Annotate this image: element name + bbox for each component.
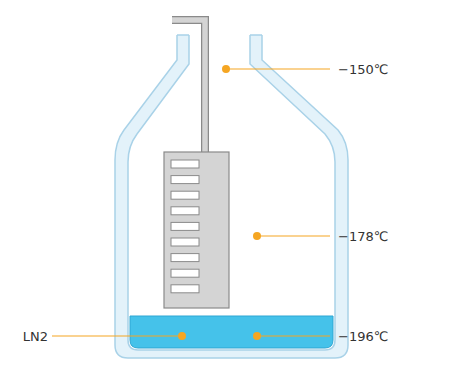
rack-slot	[171, 238, 199, 246]
leader-line	[52, 335, 182, 336]
temperature-label: −178℃	[338, 230, 388, 243]
flask-interior	[128, 35, 335, 350]
rack-slot	[171, 160, 199, 168]
rack-slot	[171, 222, 199, 230]
rack-slot	[171, 269, 199, 277]
liquid-nitrogen	[130, 316, 333, 348]
flask-inner-line	[128, 35, 335, 350]
leader-line	[257, 235, 330, 236]
flask-wall	[115, 35, 348, 358]
flask-rim	[250, 34, 262, 36]
cane-rack	[164, 152, 229, 308]
temperature-label: −150℃	[338, 63, 388, 76]
leader-dot	[253, 332, 261, 340]
temperature-label: −196℃	[338, 330, 388, 343]
leaders	[52, 65, 330, 340]
flask-rim	[177, 34, 189, 36]
rack-slots	[171, 160, 199, 293]
flask-outer-line	[115, 35, 348, 358]
rack-slot	[171, 207, 199, 215]
cane-hook	[172, 20, 205, 154]
rack-slot	[171, 176, 199, 184]
leader-dot	[178, 332, 186, 340]
leader-dot	[222, 65, 230, 73]
leader-dot	[253, 232, 261, 240]
substance-label: LN2	[23, 330, 48, 343]
rack-slot	[171, 285, 199, 293]
leader-line	[226, 68, 330, 69]
rack-slot	[171, 254, 199, 262]
cane-hook	[172, 20, 205, 154]
rack-slot	[171, 191, 199, 199]
leader-line	[257, 335, 330, 336]
